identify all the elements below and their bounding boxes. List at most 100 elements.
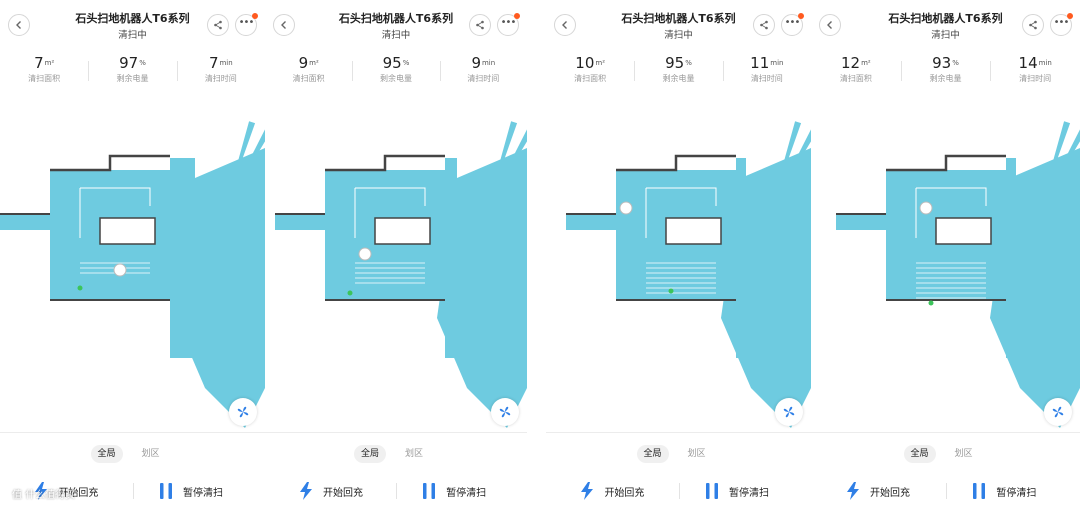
- cleaning-map[interactable]: [265, 88, 527, 428]
- stat-label: 清扫面积: [574, 74, 607, 83]
- tab-zone[interactable]: 划区: [687, 449, 706, 459]
- chevron-left-icon: [281, 21, 286, 29]
- pause-label: 暂停清扫: [729, 487, 769, 499]
- pause-icon: [423, 483, 436, 499]
- fan-icon: [783, 406, 795, 418]
- fan-icon: [1052, 406, 1064, 418]
- stat-value: 12: [840, 54, 861, 72]
- stat-label: 剩余电量: [662, 74, 695, 83]
- pause-icon: [973, 483, 986, 499]
- tab-global[interactable]: 全局: [636, 445, 669, 463]
- dock-label: 开始回充: [58, 487, 99, 499]
- watermark: 值 什么值得买: [12, 490, 76, 501]
- map-canvas: [275, 121, 527, 428]
- stat-value: 14: [1018, 54, 1038, 72]
- stat-unit: m²: [309, 59, 319, 67]
- mode-tabs: 全局 划区: [546, 445, 811, 463]
- pause-button[interactable]: 暂停清扫: [159, 479, 223, 503]
- control-panel: 全局 划区 开始回充 暂停清扫: [546, 432, 811, 516]
- dock-button[interactable]: 开始回充: [299, 479, 363, 503]
- more-dots-icon: •••: [500, 17, 517, 28]
- stat-value: 9: [471, 54, 481, 72]
- stat-value: 7: [34, 54, 44, 72]
- share-icon: [760, 20, 768, 30]
- control-panel: 全局 划区 开始回充 暂停清扫: [265, 432, 527, 516]
- tab-global[interactable]: 全局: [354, 445, 387, 463]
- more-button[interactable]: •••: [1050, 13, 1073, 36]
- header: 石头扫地机器人T6系列 清扫中 •••: [0, 0, 265, 44]
- stat-value: 97: [119, 54, 139, 72]
- stat-label: 剩余电量: [379, 74, 412, 83]
- suction-mode-button[interactable]: [229, 398, 257, 426]
- tab-global[interactable]: 全局: [90, 445, 123, 463]
- pause-button[interactable]: 暂停清扫: [972, 479, 1036, 503]
- tab-zone[interactable]: 划区: [405, 449, 424, 459]
- cleaning-status: 清扫中: [664, 30, 693, 41]
- stat-label: 剩余电量: [116, 74, 149, 83]
- back-button[interactable]: [554, 14, 576, 36]
- chevron-left-icon: [16, 21, 21, 29]
- tab-zone[interactable]: 划区: [141, 449, 160, 459]
- divider: [945, 483, 947, 499]
- share-button[interactable]: [469, 14, 491, 36]
- actions: 开始回充 暂停清扫: [0, 479, 265, 503]
- more-button[interactable]: •••: [781, 13, 804, 36]
- stat-label: 清扫面积: [292, 74, 325, 83]
- device-title: 石头扫地机器人T6系列: [888, 12, 1003, 25]
- pause-button[interactable]: 暂停清扫: [422, 479, 486, 503]
- more-dots-icon: •••: [1053, 17, 1070, 28]
- share-button[interactable]: [1022, 14, 1044, 36]
- back-button[interactable]: [819, 14, 841, 36]
- cleaning-status: 清扫中: [381, 30, 411, 41]
- chevron-left-icon: [827, 21, 832, 29]
- notification-dot: [1067, 13, 1073, 19]
- suction-mode-button[interactable]: [1044, 398, 1072, 426]
- stat-label: 清扫时间: [467, 74, 500, 83]
- stat-unit: m²: [595, 59, 606, 67]
- back-button[interactable]: [8, 14, 30, 36]
- more-button[interactable]: •••: [235, 13, 258, 36]
- device-title: 石头扫地机器人T6系列: [75, 12, 190, 25]
- stats-bar: 9m² 清扫面积 95% 剩余电量 9min 清扫时间: [265, 55, 527, 89]
- pause-button[interactable]: 暂停清扫: [705, 479, 769, 503]
- share-button[interactable]: [753, 14, 775, 36]
- divider: [678, 483, 680, 499]
- lightning-icon: [35, 482, 48, 500]
- mode-tabs: 全局 划区: [811, 445, 1080, 463]
- stat-value: 10: [575, 54, 595, 72]
- cleaning-map[interactable]: [546, 88, 811, 428]
- app-panel-3: 石头扫地机器人T6系列 清扫中 ••• 10m² 清扫面积 95% 剩余电量: [546, 0, 811, 516]
- stats-bar: 10m² 清扫面积 95% 剩余电量 11min 清扫时间: [546, 55, 811, 89]
- cleaning-map[interactable]: [0, 88, 265, 428]
- fan-icon: [237, 406, 249, 418]
- stat-label: 清扫时间: [204, 74, 237, 83]
- stat-value: 95: [665, 54, 685, 72]
- cleaning-map[interactable]: [811, 88, 1080, 428]
- control-panel: 全局 划区 开始回充 暂停清扫: [811, 432, 1080, 516]
- more-dots-icon: •••: [784, 17, 801, 28]
- cleaning-status: 清扫中: [931, 30, 960, 41]
- stat-value: 9: [298, 54, 309, 72]
- stat-unit: min: [770, 59, 784, 67]
- actions: 开始回充 暂停清扫: [811, 479, 1080, 503]
- dock-button[interactable]: 开始回充: [580, 479, 644, 503]
- stat-battery: 95% 剩余电量: [634, 55, 722, 89]
- device-title: 石头扫地机器人T6系列: [338, 12, 454, 25]
- back-button[interactable]: [273, 14, 295, 36]
- stat-area: 9m² 清扫面积: [265, 55, 352, 89]
- more-button[interactable]: •••: [497, 13, 520, 36]
- tab-global[interactable]: 全局: [903, 445, 936, 463]
- stat-unit: m²: [44, 59, 55, 67]
- suction-mode-button[interactable]: [775, 398, 803, 426]
- actions: 开始回充 暂停清扫: [546, 479, 811, 503]
- suction-mode-button[interactable]: [491, 398, 519, 426]
- mode-tabs: 全局 划区: [265, 445, 527, 463]
- stat-area: 12m² 清扫面积: [811, 55, 901, 89]
- share-button[interactable]: [207, 14, 229, 36]
- dock-button[interactable]: 开始回充: [34, 479, 98, 503]
- stat-time: 14min 清扫时间: [990, 55, 1080, 89]
- stat-unit: min: [1038, 59, 1052, 67]
- tab-zone[interactable]: 划区: [954, 449, 973, 459]
- dock-button[interactable]: 开始回充: [846, 479, 910, 503]
- app-panel-1: 石头扫地机器人T6系列 清扫中 ••• 7m² 清扫面积 97% 剩余电量: [0, 0, 265, 516]
